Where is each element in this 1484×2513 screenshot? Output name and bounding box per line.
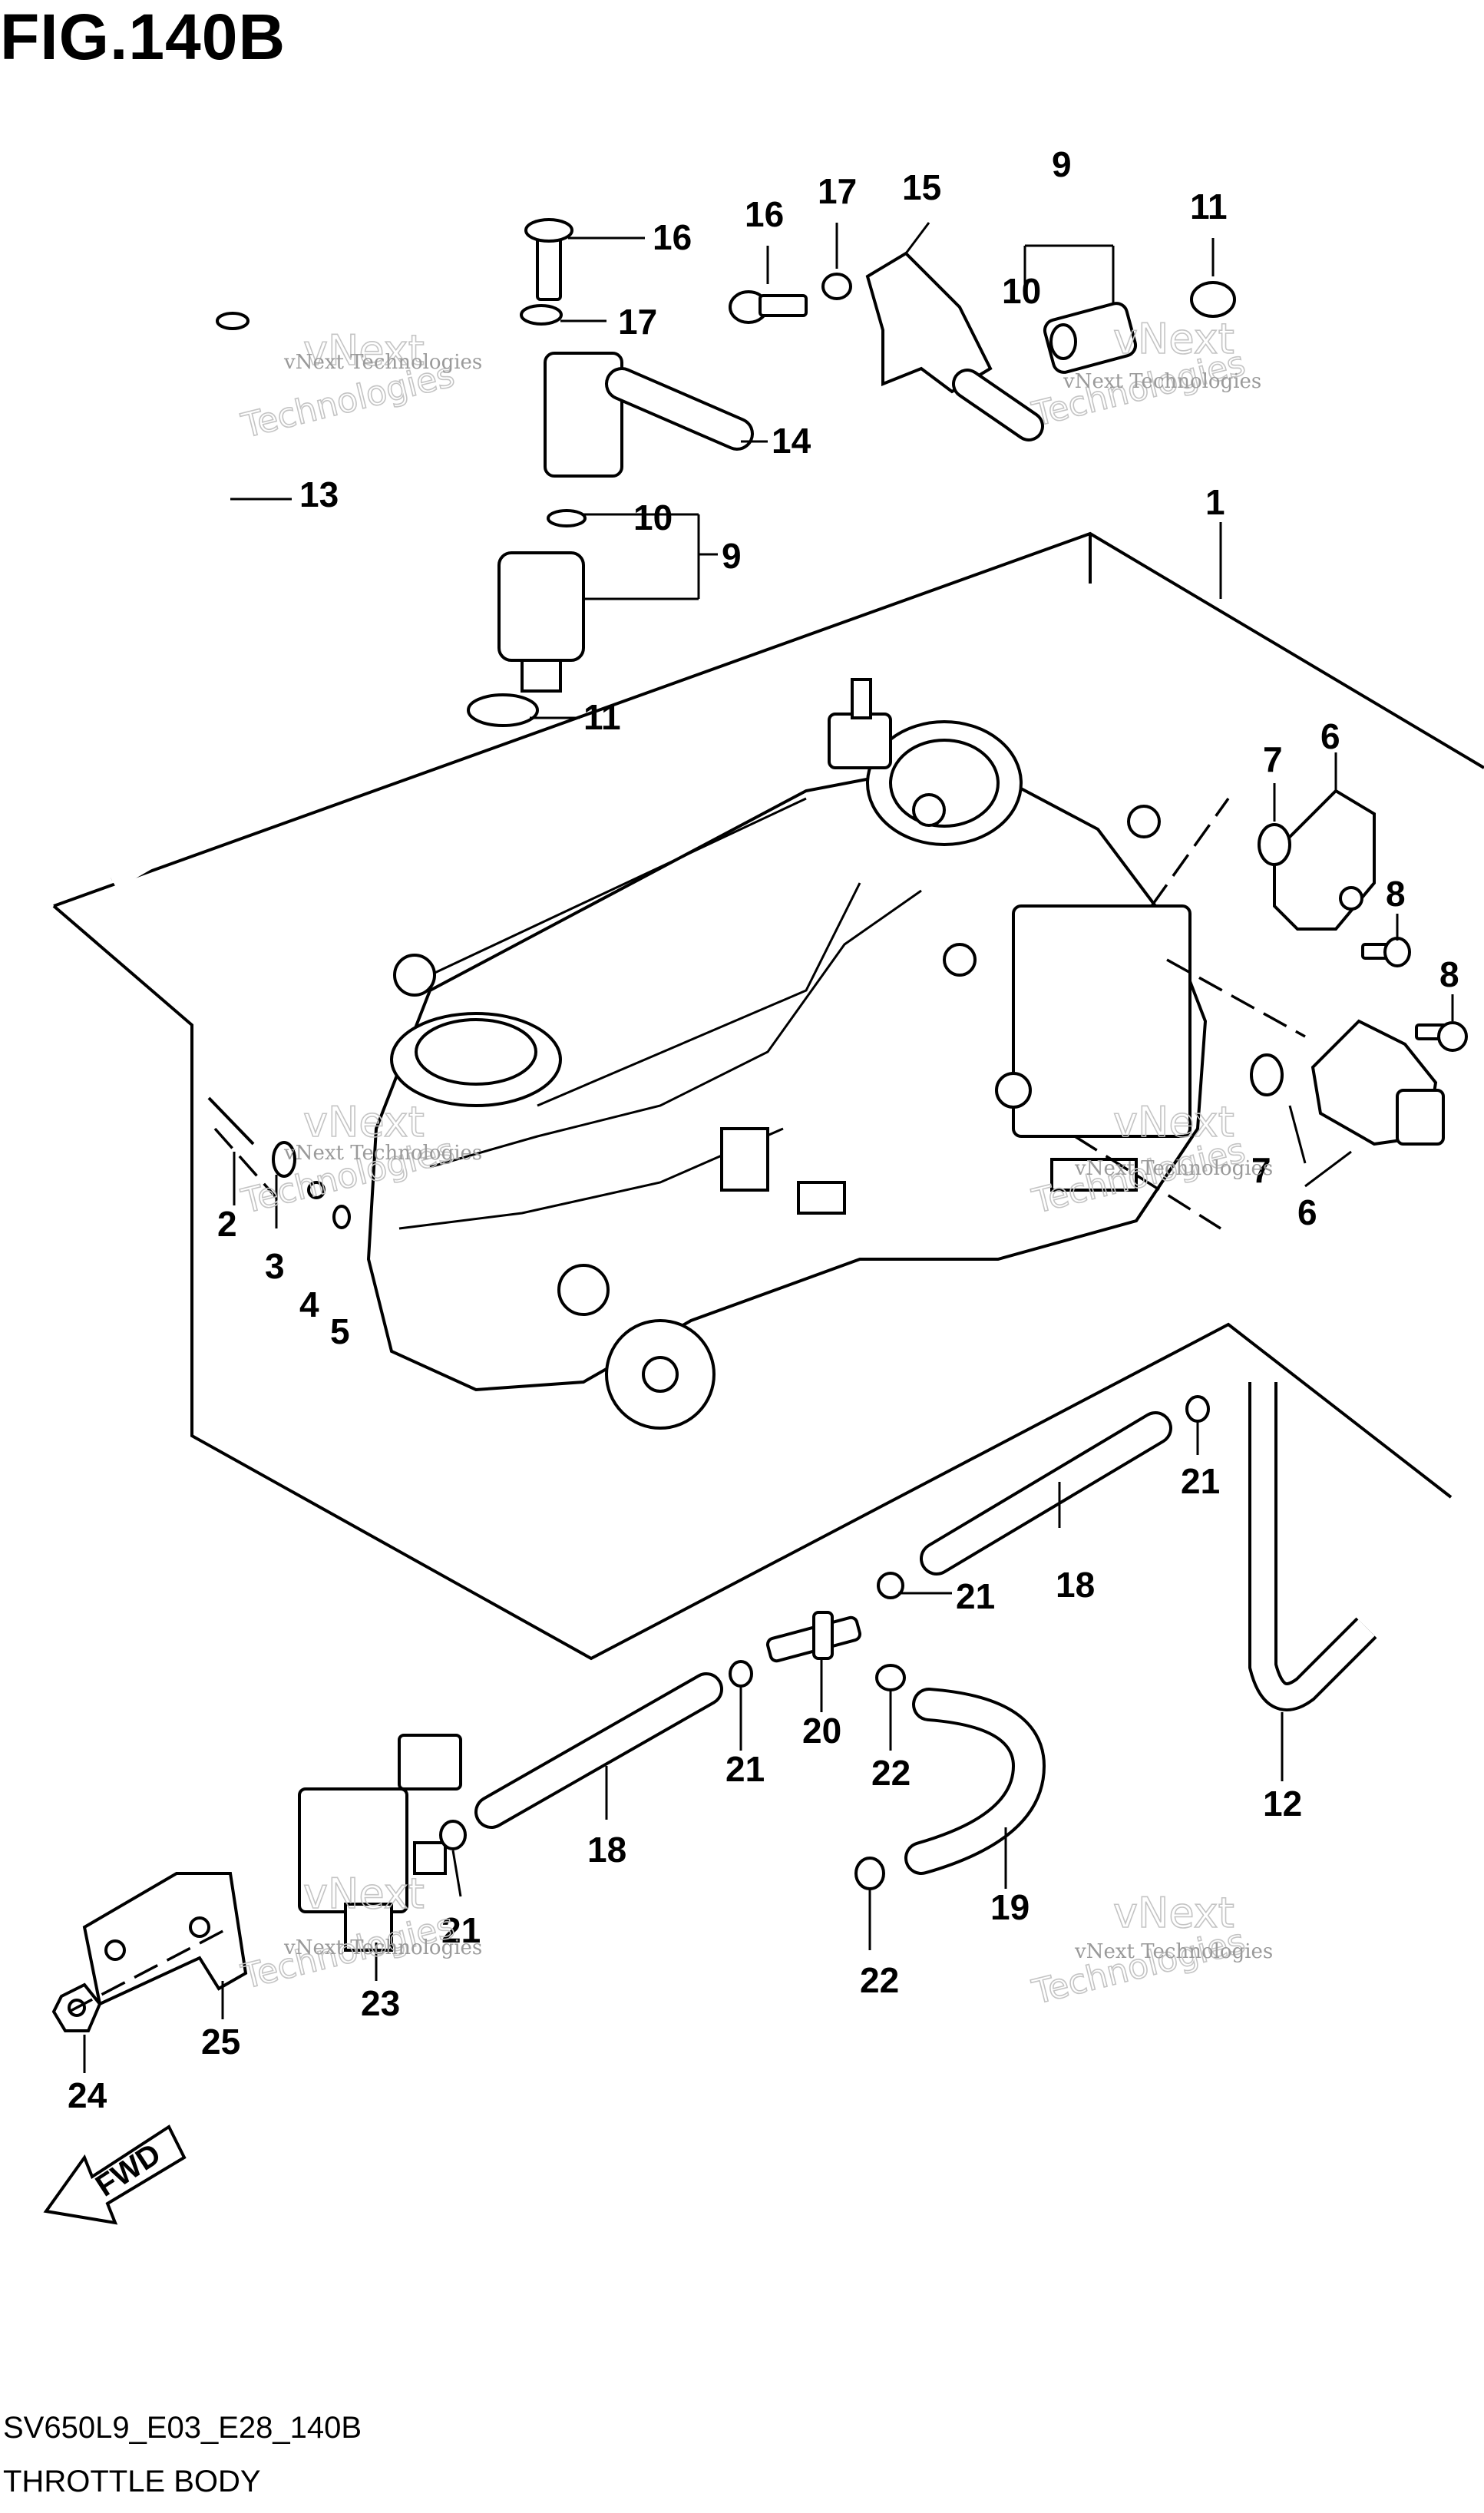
- callout-18-right: 18: [1056, 1565, 1095, 1605]
- callout-5: 5: [330, 1311, 350, 1351]
- diagram-name: THROTTLE BODY: [3, 2465, 261, 2498]
- callout-21-mid: 21: [725, 1749, 765, 1789]
- leader-lines: [83, 222, 1454, 2073]
- hose-19: [904, 1688, 1046, 1875]
- hose-18: [474, 1411, 1172, 1829]
- callout-numbers: 1 2 3 4 5 6 6 7 7 8 8 9 9 10 10 11 11 12…: [68, 144, 1459, 2115]
- callout-18-left: 18: [587, 1830, 626, 1870]
- callout-8-upper: 8: [1386, 874, 1406, 914]
- callout-21-left: 21: [441, 1910, 481, 1950]
- callout-17-upper: 17: [818, 171, 857, 211]
- bolts-and-washers: [520, 218, 852, 326]
- callout-21-right: 21: [1181, 1461, 1220, 1501]
- callout-15: 15: [902, 167, 941, 207]
- delivery-pipe-14: [544, 352, 754, 527]
- sensor-6-upper: [1273, 789, 1376, 931]
- watermark: vNext Technologies: [283, 1936, 482, 1959]
- hose-12: [1248, 1382, 1377, 1711]
- callout-16-left: 16: [653, 217, 692, 257]
- callout-21-center: 21: [956, 1576, 995, 1616]
- fwd-arrow: FWD: [43, 2124, 187, 2225]
- watermark: vNext Technologies: [283, 351, 482, 374]
- callout-8-lower: 8: [1439, 954, 1459, 994]
- callout-12: 12: [1263, 1784, 1302, 1824]
- injector-9-lower: [467, 551, 585, 727]
- callout-3: 3: [265, 1246, 285, 1286]
- small-parts-2-5: [207, 1096, 351, 1229]
- callout-17-left: 17: [618, 302, 657, 342]
- dashed-reference-lines: [68, 797, 1306, 2013]
- callout-11-lower: 11: [583, 697, 621, 737]
- watermark: vNext Technologies: [1074, 1940, 1273, 1963]
- callout-1: 1: [1205, 482, 1225, 522]
- diagram-code: SV650L9_E03_E28_140B: [3, 2411, 362, 2445]
- throttle-body-assembly: [366, 678, 1208, 1430]
- callout-25: 25: [201, 2022, 240, 2062]
- callout-23: 23: [361, 1983, 400, 2023]
- solenoid-valve-23: [298, 1734, 462, 1952]
- watermark: vNext Technologies: [1074, 1157, 1273, 1180]
- watermark: vNext Technologies: [1063, 370, 1261, 393]
- t-joint-20: [765, 1611, 862, 1663]
- callout-22-upper: 22: [871, 1753, 911, 1793]
- callout-22-lower: 22: [860, 1960, 899, 2000]
- watermark: vNext: [1113, 315, 1234, 363]
- callout-7-lower: 7: [1251, 1150, 1271, 1190]
- assembly-outline: [52, 531, 1484, 1661]
- figure-title: FIG.140B: [0, 1, 286, 73]
- watermark: vNext: [1113, 1098, 1234, 1146]
- callout-13: 13: [299, 474, 339, 514]
- callout-7-upper: 7: [1263, 739, 1283, 779]
- callout-11-upper: 11: [1190, 187, 1228, 227]
- bracket-25: [82, 1872, 248, 2006]
- callout-19: 19: [990, 1887, 1030, 1927]
- sensor-6-lower: [1310, 1019, 1445, 1146]
- callout-6-lower: 6: [1297, 1192, 1317, 1232]
- callout-16-upper: 16: [745, 194, 784, 234]
- callout-20: 20: [802, 1711, 841, 1751]
- callout-2: 2: [217, 1204, 237, 1244]
- callout-6-upper: 6: [1320, 716, 1340, 756]
- watermark: vNext: [1113, 1889, 1234, 1937]
- callout-10-upper: 10: [1002, 271, 1041, 311]
- hose-13: [105, 312, 250, 889]
- injector-9-upper: [1043, 281, 1236, 374]
- watermark: vNext: [303, 326, 425, 375]
- callout-24: 24: [68, 2075, 107, 2115]
- callout-10-lower: 10: [633, 498, 673, 537]
- watermark: vNext: [303, 1870, 425, 1918]
- screws-8: [1361, 937, 1468, 1052]
- delivery-pipe-15: [865, 251, 1044, 441]
- callout-14: 14: [772, 421, 811, 461]
- callout-9-lower: 9: [722, 536, 742, 576]
- callout-4: 4: [299, 1285, 319, 1324]
- watermark: vNext Technologies: [283, 1142, 482, 1165]
- watermark: vNext: [303, 1098, 425, 1146]
- o-rings-7: [1250, 823, 1291, 1096]
- callout-9-upper: 9: [1052, 144, 1072, 184]
